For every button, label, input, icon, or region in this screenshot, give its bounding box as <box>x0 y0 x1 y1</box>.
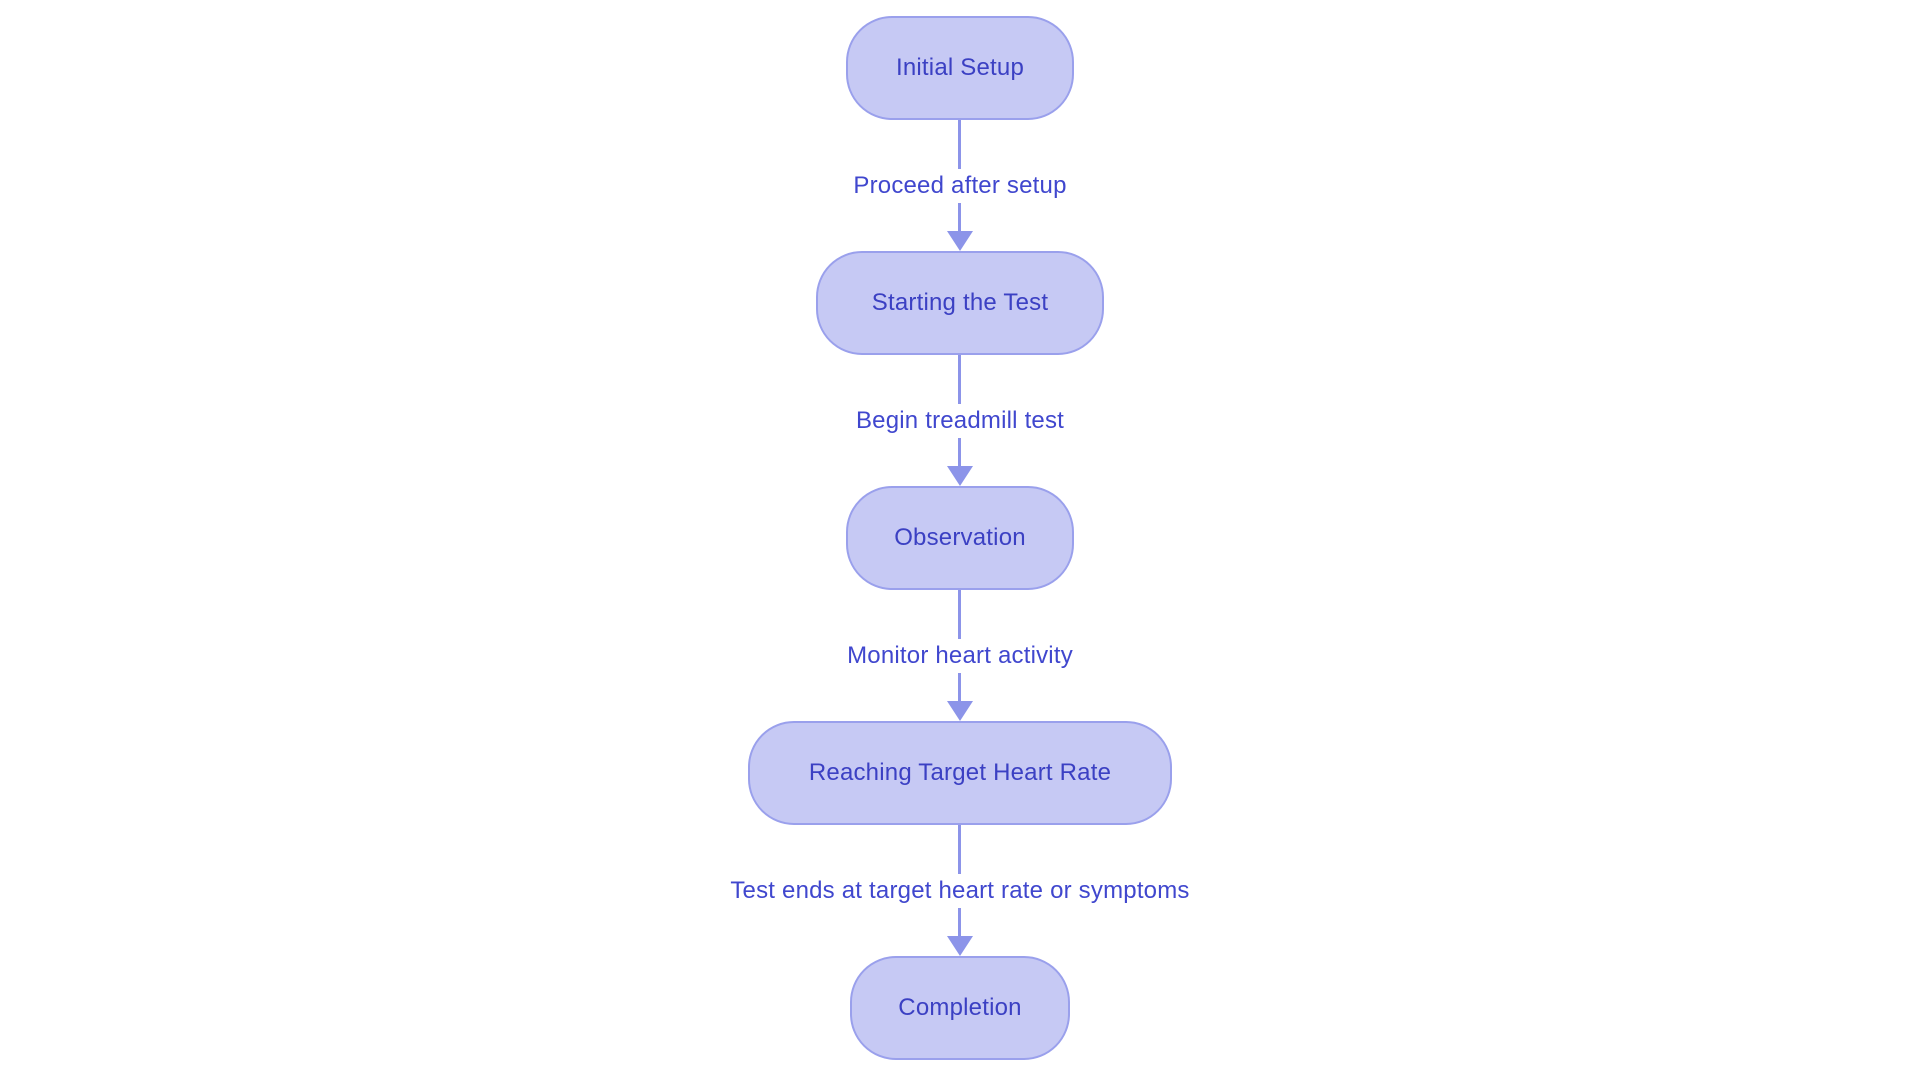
flow-node-observation: Observation <box>846 486 1074 590</box>
edge-label-monitor-heart-activity: Monitor heart activity <box>837 639 1083 673</box>
flow-node-starting-the-test: Starting the Test <box>816 251 1104 355</box>
flow-node-completion: Completion <box>850 956 1070 1060</box>
arrowhead-icon <box>947 701 973 721</box>
flow-node-initial-setup: Initial Setup <box>846 16 1074 120</box>
flow-node-reaching-target-heart-rate: Reaching Target Heart Rate <box>748 721 1172 825</box>
edge-label-begin-treadmill-test: Begin treadmill test <box>845 404 1075 438</box>
arrowhead-icon <box>947 466 973 486</box>
edge-label-test-ends: Test ends at target heart rate or sympto… <box>720 874 1200 908</box>
edge-label-proceed-after-setup: Proceed after setup <box>843 169 1077 203</box>
arrowhead-icon <box>947 936 973 956</box>
arrowhead-icon <box>947 231 973 251</box>
